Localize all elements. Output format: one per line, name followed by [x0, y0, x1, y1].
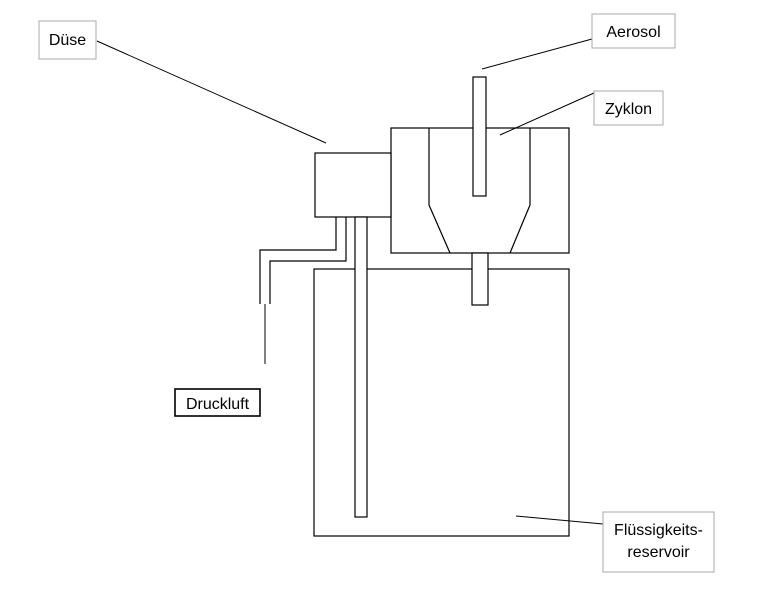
aerosol-leader	[481, 38, 593, 70]
label-reservoir-text-line2: reservoir	[627, 544, 690, 561]
cyclone-funnel-right	[509, 128, 531, 254]
label-zyklon-text: Zyklon	[605, 101, 652, 118]
label-zyklon: Zyklon	[593, 90, 664, 126]
cyclone-funnel	[428, 128, 451, 254]
reservoir-leader	[515, 515, 604, 525]
label-duese-text: Düse	[49, 32, 86, 49]
label-reservoir-text-line1: Flüssigkeits-	[614, 522, 703, 539]
label-aerosol: Aerosol	[591, 13, 676, 49]
label-druckluft: Druckluft	[174, 388, 261, 417]
label-aerosol-text: Aerosol	[606, 24, 660, 41]
aerosol-outlet-tube	[472, 76, 487, 197]
liquid-reservoir	[313, 268, 570, 537]
drain-tube	[471, 252, 489, 306]
air-line-outer	[259, 217, 337, 304]
label-duese: Düse	[38, 20, 97, 60]
duese-leader	[96, 40, 327, 144]
zyklon-leader	[499, 92, 595, 136]
label-reservoir: Flüssigkeits- reservoir	[602, 511, 715, 573]
nozzle-body	[314, 152, 392, 218]
label-druckluft-text: Druckluft	[186, 396, 250, 413]
air-line-inner	[269, 217, 347, 304]
suction-tube	[354, 216, 368, 518]
